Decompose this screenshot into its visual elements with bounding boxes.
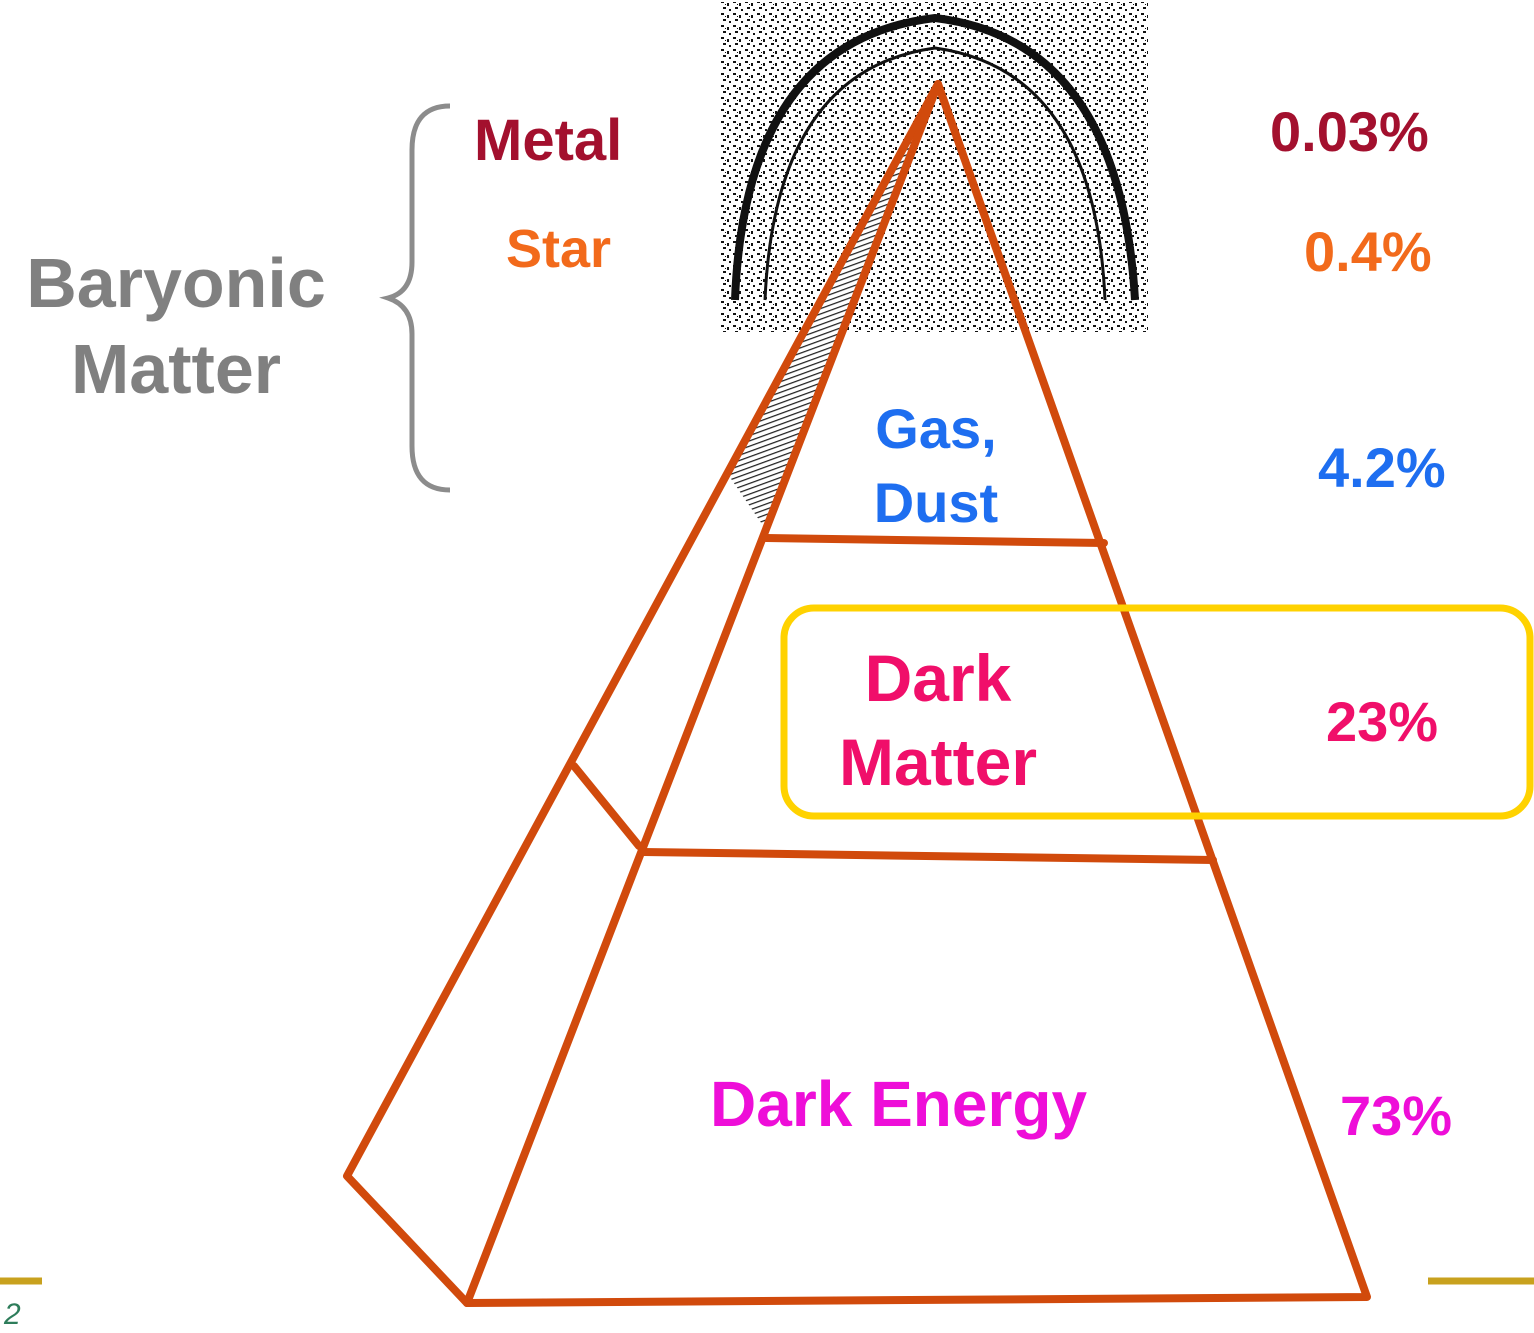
gas-dust-percentage: 4.2% (1318, 436, 1446, 499)
dark-matter-highlight-box (780, 604, 1534, 820)
dark-matter-percentage: 23% (1326, 690, 1439, 753)
gas-dust-label: Gas, Dust (873, 397, 999, 534)
page-number: 2 (4, 1298, 21, 1331)
dark-matter-label: Dark Matter (838, 641, 1038, 799)
dark-energy-label: Dark Energy (710, 1068, 1088, 1140)
metal-percentage: 0.03% (1270, 100, 1429, 163)
baryonic-brace (379, 103, 451, 493)
pyramid-outline (343, 80, 1371, 1307)
dark-energy-percentage: 73% (1340, 1084, 1453, 1147)
baryonic-matter-label: Baryonic Matter (26, 244, 326, 408)
star-sliver (725, 84, 938, 530)
star-percentage: 0.4% (1304, 220, 1432, 283)
star-label: Star (506, 219, 612, 279)
metal-label: Metal (474, 108, 623, 173)
eye-of-providence-engraving (720, 2, 1148, 332)
